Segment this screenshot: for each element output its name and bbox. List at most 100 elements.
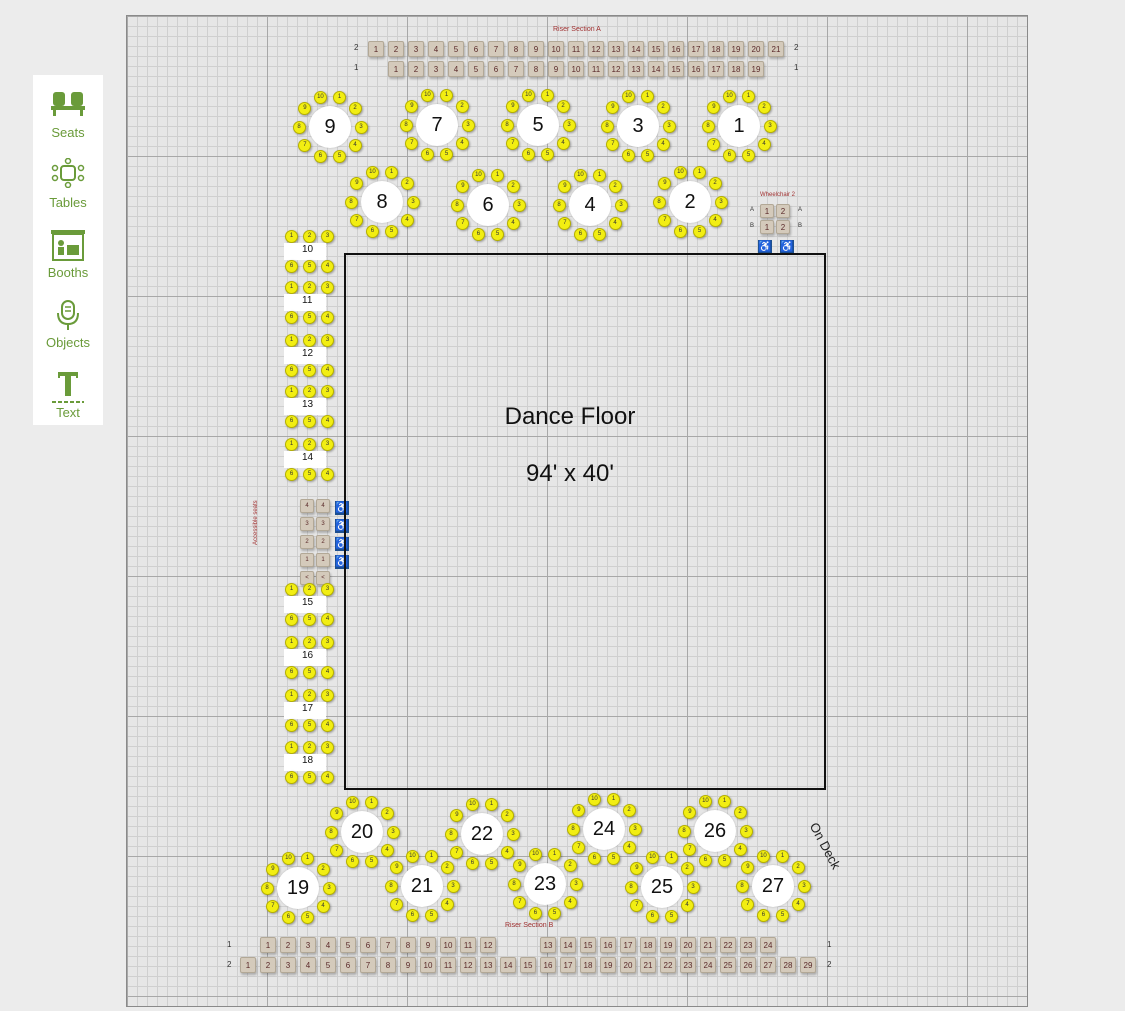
riser-seat[interactable]: 1 bbox=[388, 61, 404, 77]
table-seat[interactable]: 8 bbox=[450, 198, 464, 212]
table-seat[interactable]: 7 bbox=[658, 213, 672, 227]
table-seat[interactable]: 8 bbox=[566, 822, 580, 836]
seats-tool[interactable]: Seats bbox=[33, 80, 103, 150]
table-seat[interactable]: 9 bbox=[513, 859, 527, 873]
riser-seat[interactable]: 24 bbox=[760, 937, 776, 953]
table-seat[interactable]: 5 bbox=[425, 908, 439, 922]
rect-table-seat[interactable]: 1 bbox=[285, 334, 298, 347]
table-seat[interactable]: 1 bbox=[693, 166, 707, 180]
table-seat[interactable]: 8 bbox=[500, 118, 514, 132]
rect-table-seat[interactable]: 2 bbox=[303, 583, 316, 596]
riser-seat[interactable]: 13 bbox=[608, 41, 624, 57]
riser-seat[interactable]: 3 bbox=[280, 957, 296, 973]
riser-seat[interactable]: 10 bbox=[568, 61, 584, 77]
table-seat[interactable]: 3 bbox=[354, 120, 368, 134]
table-seat[interactable]: 8 bbox=[600, 119, 614, 133]
table-seat[interactable]: 7 bbox=[741, 897, 755, 911]
rect-table-seat[interactable]: 3 bbox=[321, 438, 334, 451]
table-seat[interactable]: 2 bbox=[656, 101, 670, 115]
table-seat[interactable]: 2 bbox=[556, 100, 570, 114]
table-seat[interactable]: 9 bbox=[683, 806, 697, 820]
table-seat[interactable]: 9 bbox=[630, 862, 644, 876]
riser-seat[interactable]: 15 bbox=[520, 957, 536, 973]
riser-seat[interactable]: 7 bbox=[360, 957, 376, 973]
rect-table[interactable] bbox=[284, 451, 326, 468]
table-seat[interactable]: 3 bbox=[512, 198, 526, 212]
table-seat[interactable]: 4 bbox=[500, 845, 514, 859]
table-seat[interactable]: 6 bbox=[521, 147, 535, 161]
rect-table-seat[interactable]: 6 bbox=[285, 364, 298, 377]
riser-seat[interactable]: 4 bbox=[448, 61, 464, 77]
table-seat[interactable]: 7 bbox=[266, 899, 280, 913]
table-seat[interactable]: 8 bbox=[701, 119, 715, 133]
riser-seat[interactable]: 12 bbox=[588, 41, 604, 57]
table-seat[interactable]: 10 bbox=[471, 169, 485, 183]
wheelchair-seat[interactable]: 2 bbox=[776, 220, 790, 234]
table-seat[interactable]: 1 bbox=[440, 89, 454, 103]
rect-table-seat[interactable]: 5 bbox=[303, 311, 316, 324]
table-seat[interactable]: 4 bbox=[400, 213, 414, 227]
table-seat[interactable]: 9 bbox=[572, 804, 586, 818]
table-seat[interactable]: 2 bbox=[348, 102, 362, 116]
table-seat[interactable]: 9 bbox=[298, 102, 312, 116]
rect-table-seat[interactable]: 2 bbox=[303, 438, 316, 451]
riser-seat[interactable]: 2 bbox=[280, 937, 296, 953]
table-seat[interactable]: 5 bbox=[485, 856, 499, 870]
accessible-seat[interactable]: < bbox=[300, 571, 314, 585]
riser-seat[interactable]: 14 bbox=[500, 957, 516, 973]
rect-table-seat[interactable]: 6 bbox=[285, 719, 298, 732]
table-seat[interactable]: 2 bbox=[506, 180, 520, 194]
riser-seat[interactable]: 5 bbox=[320, 957, 336, 973]
table-seat[interactable]: 6 bbox=[722, 148, 736, 162]
table-seat[interactable]: 6 bbox=[528, 906, 542, 920]
riser-seat[interactable]: 3 bbox=[408, 41, 424, 57]
table-seat[interactable]: 10 bbox=[281, 852, 295, 866]
rect-table-seat[interactable]: 3 bbox=[321, 334, 334, 347]
riser-seat[interactable]: 22 bbox=[660, 957, 676, 973]
table-seat[interactable]: 2 bbox=[400, 177, 414, 191]
table-seat[interactable]: 8 bbox=[444, 827, 458, 841]
table-seat[interactable]: 1 bbox=[301, 852, 315, 866]
round-table[interactable]: 6 bbox=[467, 184, 509, 226]
table-seat[interactable]: 1 bbox=[548, 848, 562, 862]
table-seat[interactable]: 5 bbox=[776, 908, 790, 922]
rect-table-seat[interactable]: 5 bbox=[303, 771, 316, 784]
table-seat[interactable]: 5 bbox=[693, 224, 707, 238]
table-seat[interactable]: 5 bbox=[641, 148, 655, 162]
riser-seat[interactable]: 7 bbox=[488, 41, 504, 57]
table-seat[interactable]: 8 bbox=[344, 195, 358, 209]
table-seat[interactable]: 10 bbox=[645, 851, 659, 865]
rect-table-seat[interactable]: 6 bbox=[285, 311, 298, 324]
table-seat[interactable]: 7 bbox=[513, 895, 527, 909]
table-seat[interactable]: 2 bbox=[455, 100, 469, 114]
text-tool[interactable]: Text bbox=[33, 360, 103, 430]
riser-seat[interactable]: 18 bbox=[728, 61, 744, 77]
riser-seat[interactable]: 4 bbox=[300, 957, 316, 973]
accessible-seat[interactable]: 1 bbox=[300, 553, 314, 567]
table-seat[interactable]: 6 bbox=[573, 227, 587, 241]
rect-table[interactable] bbox=[284, 398, 326, 415]
riser-seat[interactable]: 18 bbox=[708, 41, 724, 57]
rect-table-seat[interactable]: 4 bbox=[321, 719, 334, 732]
table-seat[interactable]: 4 bbox=[563, 895, 577, 909]
riser-seat[interactable]: 10 bbox=[440, 937, 456, 953]
table-seat[interactable]: 9 bbox=[330, 807, 344, 821]
rect-table-seat[interactable]: 5 bbox=[303, 415, 316, 428]
table-seat[interactable]: 10 bbox=[405, 850, 419, 864]
riser-seat[interactable]: 5 bbox=[468, 61, 484, 77]
table-seat[interactable]: 3 bbox=[628, 822, 642, 836]
rect-table-seat[interactable]: 2 bbox=[303, 230, 316, 243]
table-seat[interactable]: 4 bbox=[791, 897, 805, 911]
rect-table-seat[interactable]: 1 bbox=[285, 230, 298, 243]
rect-table-seat[interactable]: 3 bbox=[321, 583, 334, 596]
riser-seat[interactable]: 21 bbox=[700, 937, 716, 953]
riser-seat[interactable]: 12 bbox=[480, 937, 496, 953]
riser-seat[interactable]: 13 bbox=[480, 957, 496, 973]
table-seat[interactable]: 6 bbox=[698, 853, 712, 867]
rect-table[interactable] bbox=[284, 754, 326, 771]
rect-table[interactable] bbox=[284, 294, 326, 311]
rect-table-seat[interactable]: 5 bbox=[303, 364, 316, 377]
rect-table-seat[interactable]: 6 bbox=[285, 613, 298, 626]
table-seat[interactable]: 3 bbox=[461, 118, 475, 132]
riser-seat[interactable]: 1 bbox=[240, 957, 256, 973]
